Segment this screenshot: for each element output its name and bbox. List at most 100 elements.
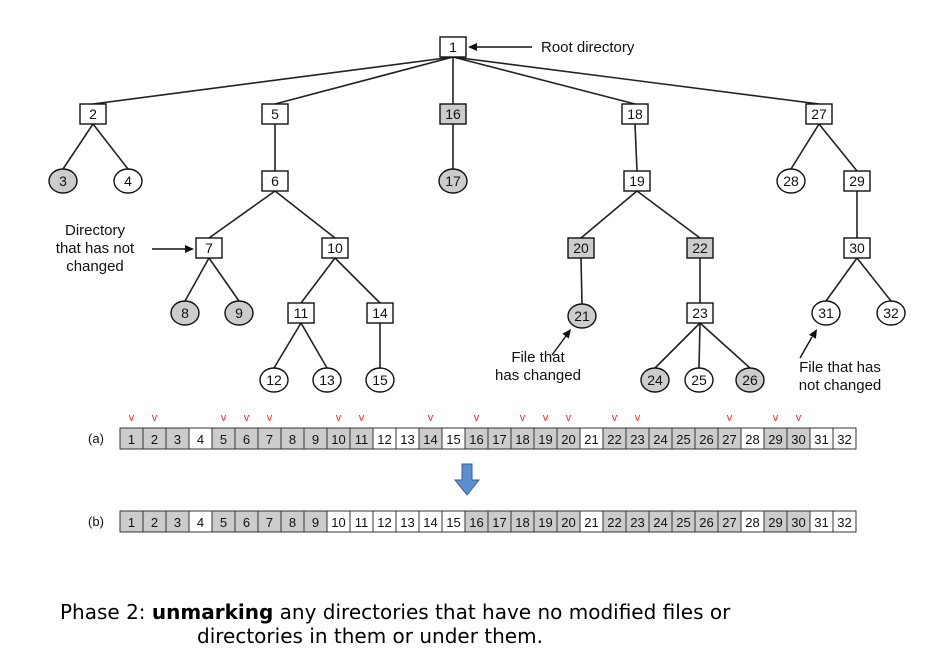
svg-text:21: 21 bbox=[584, 432, 598, 447]
node-label-19: 19 bbox=[629, 173, 645, 189]
bitmap-cell-b-9: 9 bbox=[303, 510, 328, 533]
svg-text:22: 22 bbox=[607, 432, 621, 447]
bitmap-cell-a-22: 22 bbox=[602, 427, 627, 450]
svg-text:19: 19 bbox=[538, 515, 552, 530]
svg-text:9: 9 bbox=[312, 515, 319, 530]
bitmap-cell-b-10: 10 bbox=[326, 510, 351, 533]
mark-11: v bbox=[359, 412, 365, 424]
bitmap-cell-b-7: 7 bbox=[257, 510, 282, 533]
svg-text:12: 12 bbox=[377, 515, 391, 530]
bitmap-row-label-a: (a) bbox=[88, 431, 104, 446]
directory-node-11: 11 bbox=[287, 302, 315, 324]
bitmap-cell-b-26: 26 bbox=[694, 510, 719, 533]
svg-text:5: 5 bbox=[220, 515, 227, 530]
svg-text:3: 3 bbox=[174, 515, 181, 530]
node-label-29: 29 bbox=[849, 173, 865, 189]
svg-text:15: 15 bbox=[446, 515, 460, 530]
node-label-26: 26 bbox=[742, 372, 758, 388]
bitmap-cell-a-32: 32 bbox=[832, 427, 857, 450]
node-label-3: 3 bbox=[59, 173, 67, 189]
node-label-12: 12 bbox=[266, 372, 282, 388]
bitmap-cell-b-2: 2 bbox=[142, 510, 167, 533]
node-label-13: 13 bbox=[319, 372, 335, 388]
bitmap-cell-a-8: 8 bbox=[280, 427, 305, 450]
bitmap-cell-b-4: 4 bbox=[188, 510, 213, 533]
tree-edge-23-26 bbox=[699, 322, 751, 369]
svg-text:18: 18 bbox=[515, 515, 529, 530]
node-label-14: 14 bbox=[372, 305, 388, 321]
tree-edge-10-11 bbox=[300, 257, 336, 304]
caption-rest: any directories that have no modified fi… bbox=[273, 600, 731, 624]
directory-node-7: 7 bbox=[195, 237, 223, 259]
node-label-24: 24 bbox=[647, 372, 663, 388]
unchanged-file-label-0: File that has bbox=[799, 359, 881, 376]
bitmap-cell-a-26: 26 bbox=[694, 427, 719, 450]
node-label-16: 16 bbox=[445, 106, 461, 122]
file-node-21: 21 bbox=[567, 303, 597, 329]
svg-text:26: 26 bbox=[699, 432, 713, 447]
node-label-7: 7 bbox=[205, 240, 213, 256]
svg-text:10: 10 bbox=[331, 515, 345, 530]
bitmap-cell-a-12: 12 bbox=[372, 427, 397, 450]
bitmap-cell-a-9: 9 bbox=[303, 427, 328, 450]
directory-node-10: 10 bbox=[321, 237, 349, 259]
tree-edge-11-13 bbox=[300, 322, 328, 369]
mark-6: v bbox=[244, 412, 250, 424]
node-label-6: 6 bbox=[271, 173, 279, 189]
bitmap-cell-a-24: 24 bbox=[648, 427, 673, 450]
directory-node-23: 23 bbox=[686, 302, 714, 324]
svg-text:25: 25 bbox=[676, 432, 690, 447]
svg-text:27: 27 bbox=[722, 515, 736, 530]
file-node-31: 31 bbox=[811, 300, 841, 326]
mark-7: v bbox=[267, 412, 273, 424]
svg-text:14: 14 bbox=[423, 432, 437, 447]
svg-text:24: 24 bbox=[653, 515, 667, 530]
caption-line2: directories in them or under them. bbox=[197, 624, 543, 648]
bitmap-cell-a-3: 3 bbox=[165, 427, 190, 450]
node-label-22: 22 bbox=[692, 240, 708, 256]
svg-text:7: 7 bbox=[266, 432, 273, 447]
svg-text:2: 2 bbox=[151, 515, 158, 530]
node-label-27: 27 bbox=[811, 106, 827, 122]
node-label-25: 25 bbox=[691, 372, 707, 388]
svg-text:22: 22 bbox=[607, 515, 621, 530]
changed-file-label-1: has changed bbox=[495, 367, 581, 384]
unchanged-directory-label-1: that has not bbox=[56, 240, 135, 257]
node-label-5: 5 bbox=[271, 106, 279, 122]
tree-edge-18-19 bbox=[634, 123, 638, 172]
node-label-30: 30 bbox=[849, 240, 865, 256]
bitmap-cell-a-25: 25 bbox=[671, 427, 696, 450]
mark-19: v bbox=[543, 412, 549, 424]
directory-node-30: 30 bbox=[843, 237, 871, 259]
svg-text:9: 9 bbox=[312, 432, 319, 447]
file-node-4: 4 bbox=[113, 168, 143, 194]
bitmap-cell-a-31: 31 bbox=[809, 427, 834, 450]
mark-10: v bbox=[336, 412, 342, 424]
mark-18: v bbox=[520, 412, 526, 424]
tree-edge-1-18 bbox=[452, 56, 636, 105]
tree-edge-27-28 bbox=[790, 123, 820, 170]
bitmap-cell-b-16: 16 bbox=[464, 510, 489, 533]
svg-text:20: 20 bbox=[561, 432, 575, 447]
bitmap-cell-a-28: 28 bbox=[740, 427, 765, 450]
bitmap-cell-a-4: 4 bbox=[188, 427, 213, 450]
svg-text:24: 24 bbox=[653, 432, 667, 447]
svg-text:25: 25 bbox=[676, 515, 690, 530]
mark-14: v bbox=[428, 412, 434, 424]
node-label-32: 32 bbox=[883, 305, 899, 321]
svg-text:8: 8 bbox=[289, 515, 296, 530]
file-node-3: 3 bbox=[48, 168, 78, 194]
bitmap-cell-b-23: 23 bbox=[625, 510, 650, 533]
svg-text:11: 11 bbox=[355, 515, 369, 530]
file-node-13: 13 bbox=[312, 367, 342, 393]
file-node-32: 32 bbox=[876, 300, 906, 326]
tree-edge-19-20 bbox=[580, 190, 638, 239]
down-arrow-icon bbox=[453, 463, 481, 496]
mark-27: v bbox=[727, 412, 733, 424]
svg-text:7: 7 bbox=[266, 515, 273, 530]
bitmap-cell-a-6: 6 bbox=[234, 427, 259, 450]
svg-text:31: 31 bbox=[814, 432, 828, 447]
